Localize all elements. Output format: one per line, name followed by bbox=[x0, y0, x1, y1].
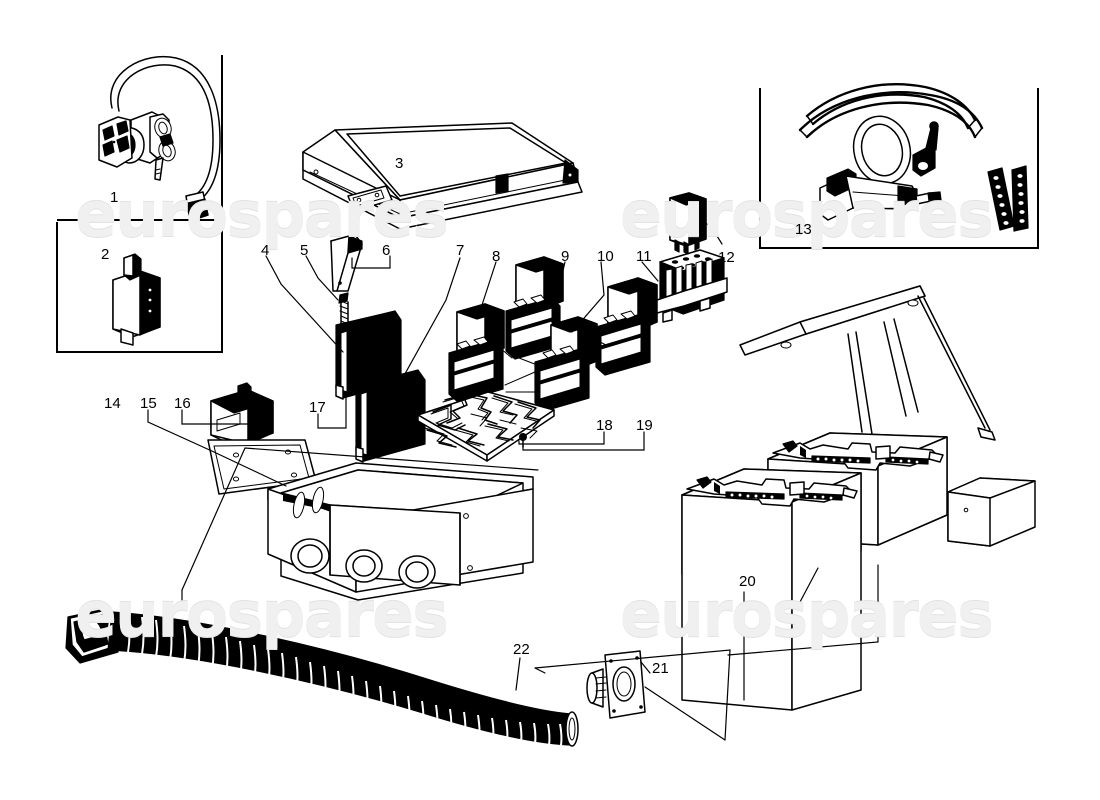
callout-18: 18 bbox=[596, 417, 613, 434]
part-7-fuse-strip-lower bbox=[355, 369, 426, 463]
part-22-corrugated-duct bbox=[65, 607, 579, 751]
callout-10: 10 bbox=[597, 248, 614, 265]
callout-11: 11 bbox=[636, 248, 652, 265]
relay-interconnect-lines bbox=[499, 339, 607, 393]
callout-8: 8 bbox=[492, 248, 501, 265]
callout-15: 15 bbox=[140, 395, 157, 412]
relay-socket-right bbox=[595, 310, 651, 376]
callout-17: 17 bbox=[309, 399, 326, 416]
part-6-latch-bracket bbox=[330, 235, 363, 292]
relay-socket-lower-center bbox=[534, 345, 590, 412]
part-17-fuse-strip-upper bbox=[335, 310, 402, 400]
callout-12: 12 bbox=[718, 249, 735, 266]
part-1-ignition-switch bbox=[98, 56, 221, 222]
panel-frame-top-left-lower bbox=[56, 222, 223, 353]
callout-13: 13 bbox=[795, 221, 812, 238]
part-2-relay-module bbox=[112, 253, 161, 346]
callout-6: 6 bbox=[382, 242, 391, 259]
part-18-printed-circuit-board bbox=[417, 391, 555, 462]
group-outline-bottom-right bbox=[727, 564, 879, 656]
callout-7: 7 bbox=[456, 242, 465, 259]
callout-1: 1 bbox=[110, 189, 119, 206]
part-11-connector-block bbox=[656, 249, 728, 323]
callout-19: 19 bbox=[636, 417, 653, 434]
part-13-hose-oring-nozzle-kit bbox=[798, 83, 1029, 232]
panel-frame-top-right bbox=[759, 88, 1039, 249]
panel-frame-top-left-upper bbox=[57, 55, 223, 221]
group-outline-20-21 bbox=[534, 649, 731, 741]
callout-20: 20 bbox=[739, 573, 756, 590]
callout-14: 14 bbox=[104, 395, 121, 412]
part-16-flasher-unit bbox=[210, 382, 274, 447]
callout-3: 3 bbox=[395, 155, 404, 172]
callout-21: 21 bbox=[652, 660, 669, 677]
relay-socket-lower-left bbox=[448, 336, 504, 403]
part-15-mounting-plate bbox=[207, 439, 317, 495]
part-21-duct-flange bbox=[586, 650, 646, 719]
part-12-relay-tall bbox=[669, 192, 707, 255]
callout-4: 4 bbox=[261, 242, 270, 259]
callout-16: 16 bbox=[174, 395, 191, 412]
group-outline-14 bbox=[181, 447, 539, 611]
part-20-battery-assembly bbox=[681, 285, 1036, 711]
part-14-fuse-box-housing bbox=[267, 462, 534, 601]
callout-9: 9 bbox=[561, 248, 570, 265]
callout-5: 5 bbox=[300, 242, 309, 259]
callout-22: 22 bbox=[513, 641, 530, 658]
part-3-fuse-box-cover bbox=[302, 122, 583, 230]
callout-2: 2 bbox=[101, 246, 110, 263]
leader-lines bbox=[147, 212, 819, 701]
